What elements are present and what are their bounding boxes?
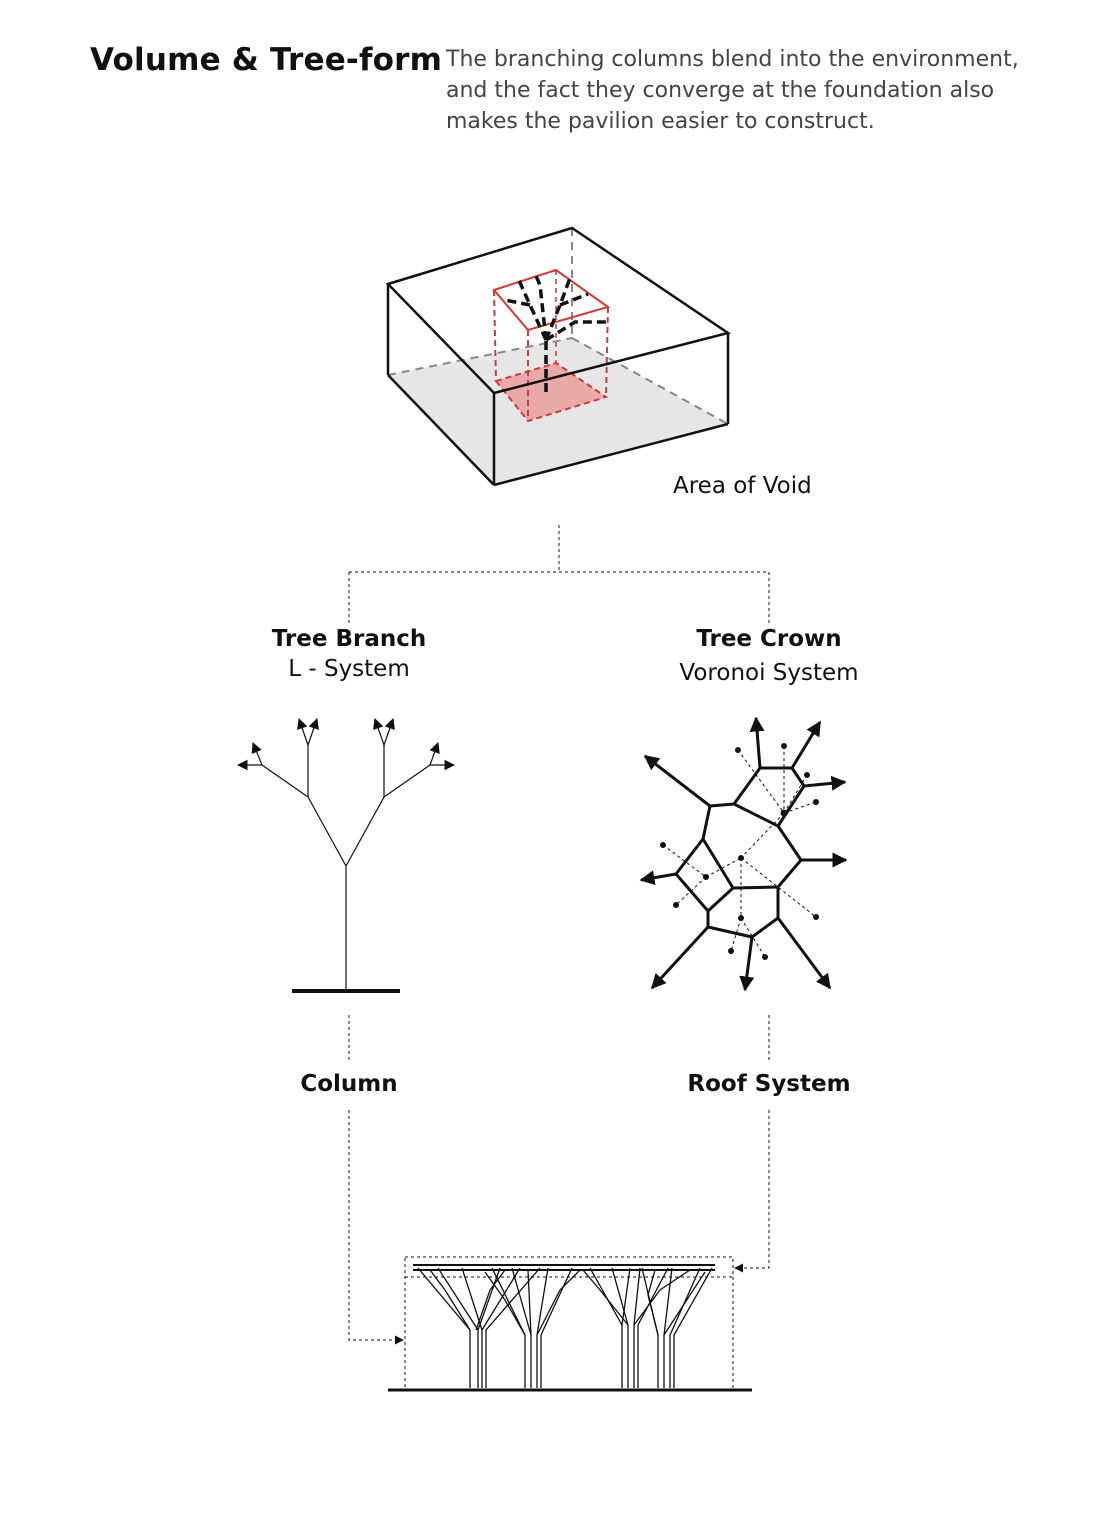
description-line-3: makes the pavilion easier to construct. [446,109,875,134]
description-line-1: The branching columns blend into the env… [446,47,1019,72]
page-title: Volume & Tree-form [90,42,443,78]
description: The branching columns blend into the env… [446,44,1086,137]
column-label: Column [300,1071,398,1097]
connector-column-to-pavilion [348,1110,404,1345]
tree-crown-subtitle: Voronoi System [679,660,859,686]
tree-branch-title: Tree Branch [271,626,427,652]
area-of-void-label: Area of Void [673,473,812,499]
volume-box [385,226,732,487]
roof-system-label: Roof System [687,1071,851,1097]
dashed-tree [504,275,608,392]
tree-crown-title: Tree Crown [696,626,842,652]
connector-lines [348,525,770,1345]
tree-branch-subtitle: L - System [288,656,410,682]
description-line-2: and the fact they converge at the founda… [446,78,995,103]
void-volume [492,268,611,423]
l-system-tree [236,717,456,993]
connector-roof-to-pavilion [734,1110,770,1273]
connector-split [348,525,770,625]
pavilion-structure [388,1256,752,1392]
voronoi-system [639,716,848,992]
